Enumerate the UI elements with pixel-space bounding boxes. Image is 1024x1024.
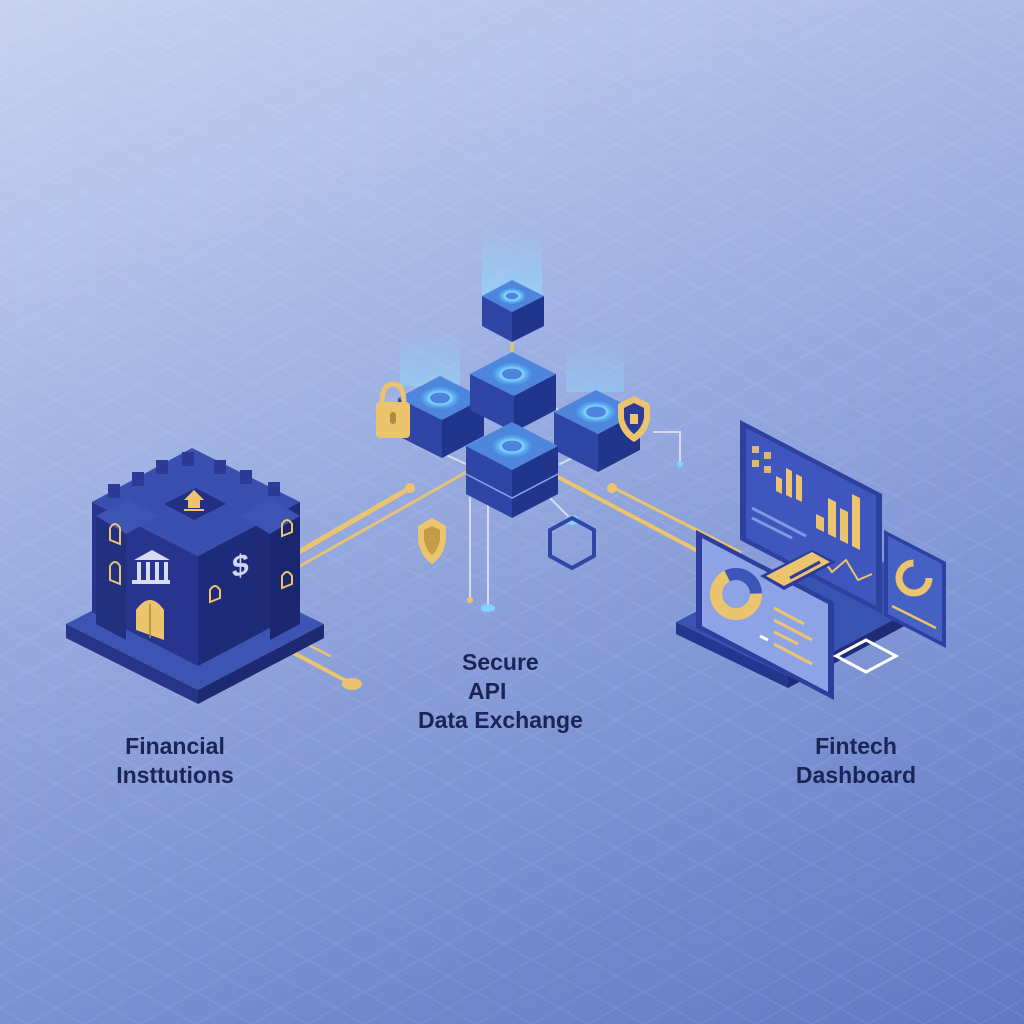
dashboard-right-panel — [884, 530, 946, 648]
secure-api-line-2: API — [468, 678, 507, 704]
api-node-middle — [470, 352, 556, 432]
bar-chart-icon — [816, 494, 860, 550]
dollar-sign-icon: $ — [232, 547, 249, 585]
secure-api-label: Secure API Data Exchange — [392, 648, 632, 735]
api-node-top — [482, 280, 544, 342]
fintech-dashboard-line-1: Fintech — [815, 733, 897, 759]
api-node-cluster — [376, 230, 650, 571]
dashboard-back-panel — [740, 420, 882, 614]
connector-lines — [230, 338, 742, 690]
shield-icon — [618, 396, 650, 442]
hexagon-node-icon — [548, 515, 596, 571]
shield-icon-small — [418, 518, 446, 564]
padlock-icon — [376, 381, 410, 438]
secure-api-line-3: Data Exchange — [418, 707, 583, 733]
fintech-dashboard-line-2: Dashboard — [795, 762, 917, 788]
financial-institution-building: $ — [66, 448, 324, 704]
donut-chart-icon — [710, 568, 762, 620]
api-node-front — [465, 422, 559, 518]
api-node-right — [554, 390, 640, 472]
financial-institutions-line-2: Insttutions — [116, 762, 234, 788]
bank-building-icon — [132, 550, 170, 584]
fintech-dashboard-illustration — [676, 420, 946, 700]
financial-institutions-line-1: Financial — [125, 733, 225, 759]
dashboard-front-panel — [696, 530, 834, 700]
fintech-dashboard-label: Fintech Dashboard — [724, 732, 988, 790]
secure-api-line-1: Secure — [462, 649, 539, 675]
dashboard-tablet — [760, 550, 836, 590]
financial-institutions-label: Financial Insttutions — [40, 732, 310, 790]
